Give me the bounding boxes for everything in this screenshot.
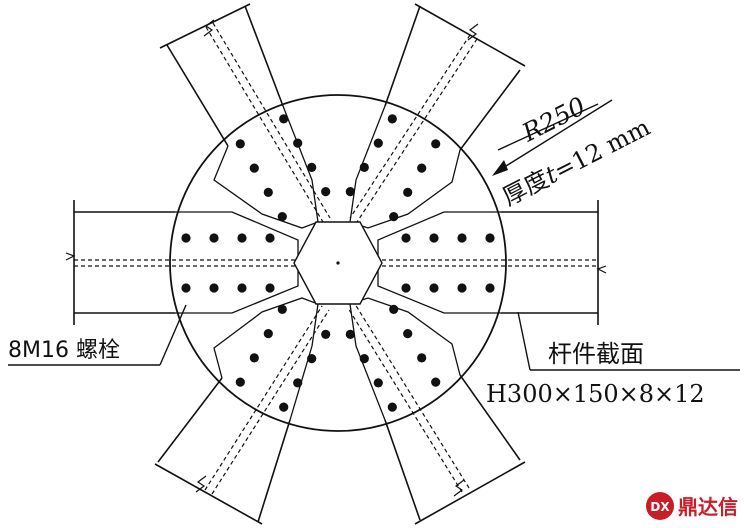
bolt-3-0-0: [265, 283, 275, 293]
center-point: [336, 261, 340, 265]
bolt-1-0-3: [387, 114, 397, 124]
bolt-3-0-1: [237, 283, 247, 293]
bolt-2-1-2: [293, 138, 303, 148]
bolt-4-0-0: [321, 329, 331, 339]
bolt-1-1-0: [389, 212, 399, 222]
bolt-5-1-2: [373, 378, 383, 388]
bolt-5-0-0: [389, 304, 399, 314]
bolt-5-1-3: [387, 402, 397, 412]
bolt-1-0-1: [359, 162, 369, 172]
bolt-0-1-3: [485, 283, 495, 293]
bolt-0-0-3: [485, 233, 495, 243]
bolt-3-0-2: [209, 283, 219, 293]
member-right: [382, 200, 607, 325]
bolt-3-1-1: [237, 233, 247, 243]
bolt-3-1-0: [265, 233, 275, 243]
bolt-group: [181, 114, 495, 412]
bolt-1-1-3: [431, 139, 441, 149]
bolt-4-0-1: [307, 354, 317, 364]
bolt-1-0-0: [345, 187, 355, 197]
bolt-1-0-2: [373, 138, 383, 148]
bolt-2-1-1: [307, 162, 317, 172]
member-upper-right: [349, 3, 526, 223]
bolt-4-1-2: [249, 353, 259, 363]
bolt-5-0-3: [431, 377, 441, 387]
bolt-0-0-1: [429, 233, 439, 243]
bolt-1-1-2: [417, 163, 427, 173]
bolt-0-1-0: [401, 283, 411, 293]
bolt-3-0-3: [181, 283, 191, 293]
bolt-1-1-1: [403, 187, 413, 197]
watermark-badge: DX: [650, 500, 670, 514]
radius-callout: R250 厚度t=12 mm: [492, 91, 655, 211]
section-dims-label: H300×150×8×12: [486, 380, 705, 408]
watermark-badge-icon: [646, 492, 674, 520]
bolt-2-1-3: [279, 114, 289, 124]
bolt-5-0-1: [403, 329, 413, 339]
bolt-5-0-2: [417, 353, 427, 363]
member-lower-left: [154, 305, 330, 525]
bolt-3-1-3: [181, 233, 191, 243]
bolt-0-1-2: [457, 283, 467, 293]
section-callout: 杆件截面 H300×150×8×12: [486, 311, 740, 408]
bolt-2-0-0: [277, 212, 287, 222]
bolt-2-1-0: [321, 187, 331, 197]
break-marks: [195, 19, 479, 497]
bolt-0-1-1: [429, 283, 439, 293]
bolt-0-0-2: [457, 233, 467, 243]
bolt-5-1-1: [359, 354, 369, 364]
bolt-5-1-0: [345, 329, 355, 339]
bolt-3-1-2: [209, 233, 219, 243]
member-lower-right: [347, 303, 526, 525]
bolt-4-0-3: [279, 402, 289, 412]
member-left: [65, 200, 296, 325]
watermark: DX 鼎达信: [646, 492, 738, 520]
gusset-plate: [169, 94, 507, 432]
member-section-label: 杆件截面: [548, 340, 644, 368]
bolt-2-0-3: [235, 139, 245, 149]
bolt-4-1-3: [235, 377, 245, 387]
bolt-2-0-1: [263, 187, 273, 197]
radius-label: R250: [517, 91, 590, 148]
watermark-text: 鼎达信: [678, 495, 738, 519]
bolt-4-1-0: [277, 304, 287, 314]
bolt-label: 8M16 螺栓: [8, 338, 120, 363]
bolt-0-0-0: [401, 233, 411, 243]
bolt-4-1-1: [263, 329, 273, 339]
bolt-callout: 8M16 螺栓: [8, 304, 187, 366]
bolt-2-0-2: [249, 163, 259, 173]
bolt-4-0-2: [293, 378, 303, 388]
member-upper-left: [159, 3, 331, 223]
